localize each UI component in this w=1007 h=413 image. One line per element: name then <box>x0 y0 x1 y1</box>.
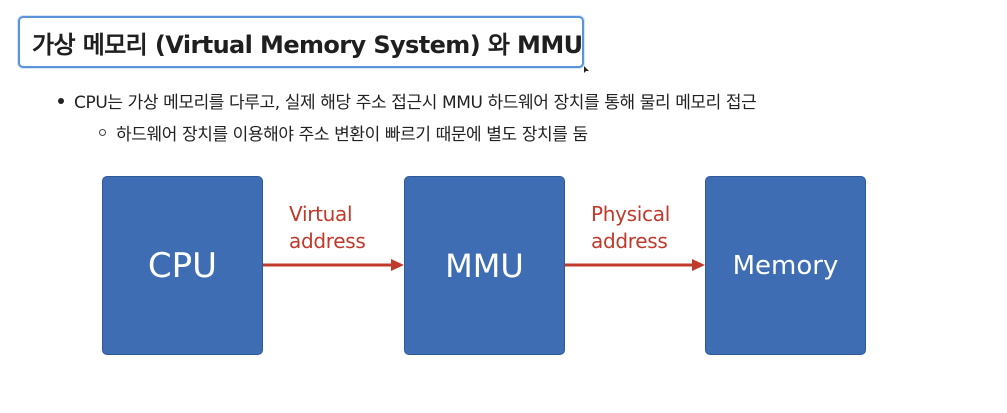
edge-label-line: address <box>591 229 668 253</box>
bullet-item-level2: 하드웨어 장치를 이용해야 주소 변환이 빠르기 때문에 별도 장치를 둠 <box>99 120 588 145</box>
edge-label-line: Virtual <box>289 202 353 226</box>
slide-title-box: 가상 메모리 (Virtual Memory System) 와 MMU <box>18 16 584 68</box>
mmu-node: MMU <box>404 176 565 355</box>
mmu-to-memory-arrow <box>565 259 705 271</box>
memory-node: Memory <box>705 176 866 355</box>
edge-label-line: address <box>289 229 366 253</box>
bullet-text: 하드웨어 장치를 이용해야 주소 변환이 빠르기 때문에 별도 장치를 둠 <box>116 125 588 145</box>
virtual-address-label: Virtual address <box>289 201 366 255</box>
physical-address-label: Physical address <box>591 201 670 255</box>
mouse-cursor-icon <box>584 66 589 73</box>
slide-title: 가상 메모리 (Virtual Memory System) 와 MMU <box>32 30 583 59</box>
bullet-item-level1: CPU는 가상 메모리를 다루고, 실제 해당 주소 접근시 MMU 하드웨어 … <box>58 88 757 113</box>
edge-label-line: Physical <box>591 202 670 226</box>
mmu-node-label: MMU <box>445 246 524 285</box>
cpu-to-mmu-arrow <box>263 259 404 271</box>
bullet-dot-icon <box>58 97 64 104</box>
bullet-circle-icon <box>99 129 106 136</box>
memory-node-label: Memory <box>732 250 839 281</box>
bullet-text: CPU는 가상 메모리를 다루고, 실제 해당 주소 접근시 MMU 하드웨어 … <box>74 93 757 113</box>
cpu-node: CPU <box>102 176 263 355</box>
cpu-node-label: CPU <box>147 245 218 286</box>
